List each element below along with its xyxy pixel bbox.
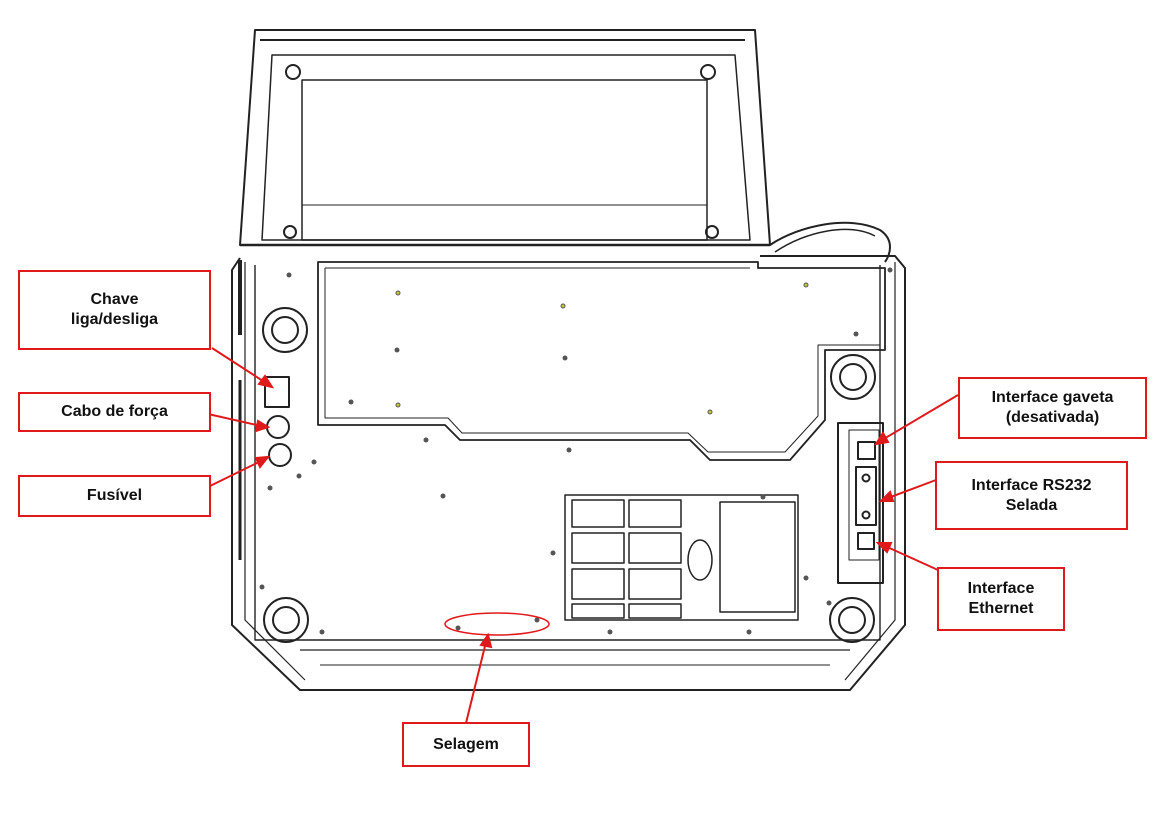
- callout-seal: Selagem: [402, 722, 530, 767]
- accent-screws: [396, 283, 808, 414]
- callout-power-switch-line1: Chave: [90, 291, 139, 308]
- recessed-panel: [317, 261, 886, 461]
- callout-drawer-interface: Interface gaveta (desativada): [958, 377, 1147, 439]
- callout-rs232-interface: Interface RS232 Selada: [935, 461, 1128, 530]
- callout-ethernet-interface-line1: Interface: [967, 580, 1035, 597]
- callout-rs232-interface-line1: Interface RS232: [971, 476, 1092, 494]
- power-cable-socket: [266, 415, 290, 439]
- callout-drawer-interface-line1: Interface gaveta: [991, 389, 1114, 406]
- callout-ethernet-interface-line2: Ethernet: [968, 600, 1034, 617]
- callout-fuse: Fusível: [18, 475, 211, 517]
- label-area: [564, 494, 799, 621]
- callout-power-cable: Cabo de força: [18, 392, 211, 432]
- callout-rs232-interface-line2: Selada: [1005, 496, 1058, 514]
- screw-holes: [259, 267, 893, 635]
- seal-highlight: [444, 612, 550, 636]
- connector-panel: [837, 422, 884, 584]
- power-switch: [264, 376, 290, 408]
- fuse-holder: [268, 443, 292, 467]
- rubber-feet: [262, 307, 876, 643]
- callout-ethernet-interface: Interface Ethernet: [937, 567, 1065, 631]
- callout-drawer-interface-line2: (desativada): [1005, 409, 1100, 426]
- leader-lines: [207, 347, 959, 724]
- callout-fuse-line1: Fusível: [86, 487, 143, 504]
- paper-cover: [239, 29, 771, 247]
- callout-seal-line1: Selagem: [433, 735, 499, 753]
- callout-power-switch-line2: liga/desliga: [70, 311, 159, 328]
- printer-body: [231, 221, 906, 691]
- callout-power-switch: Chave liga/desliga: [18, 270, 211, 350]
- callout-power-cable-line1: Cabo de força: [61, 403, 168, 420]
